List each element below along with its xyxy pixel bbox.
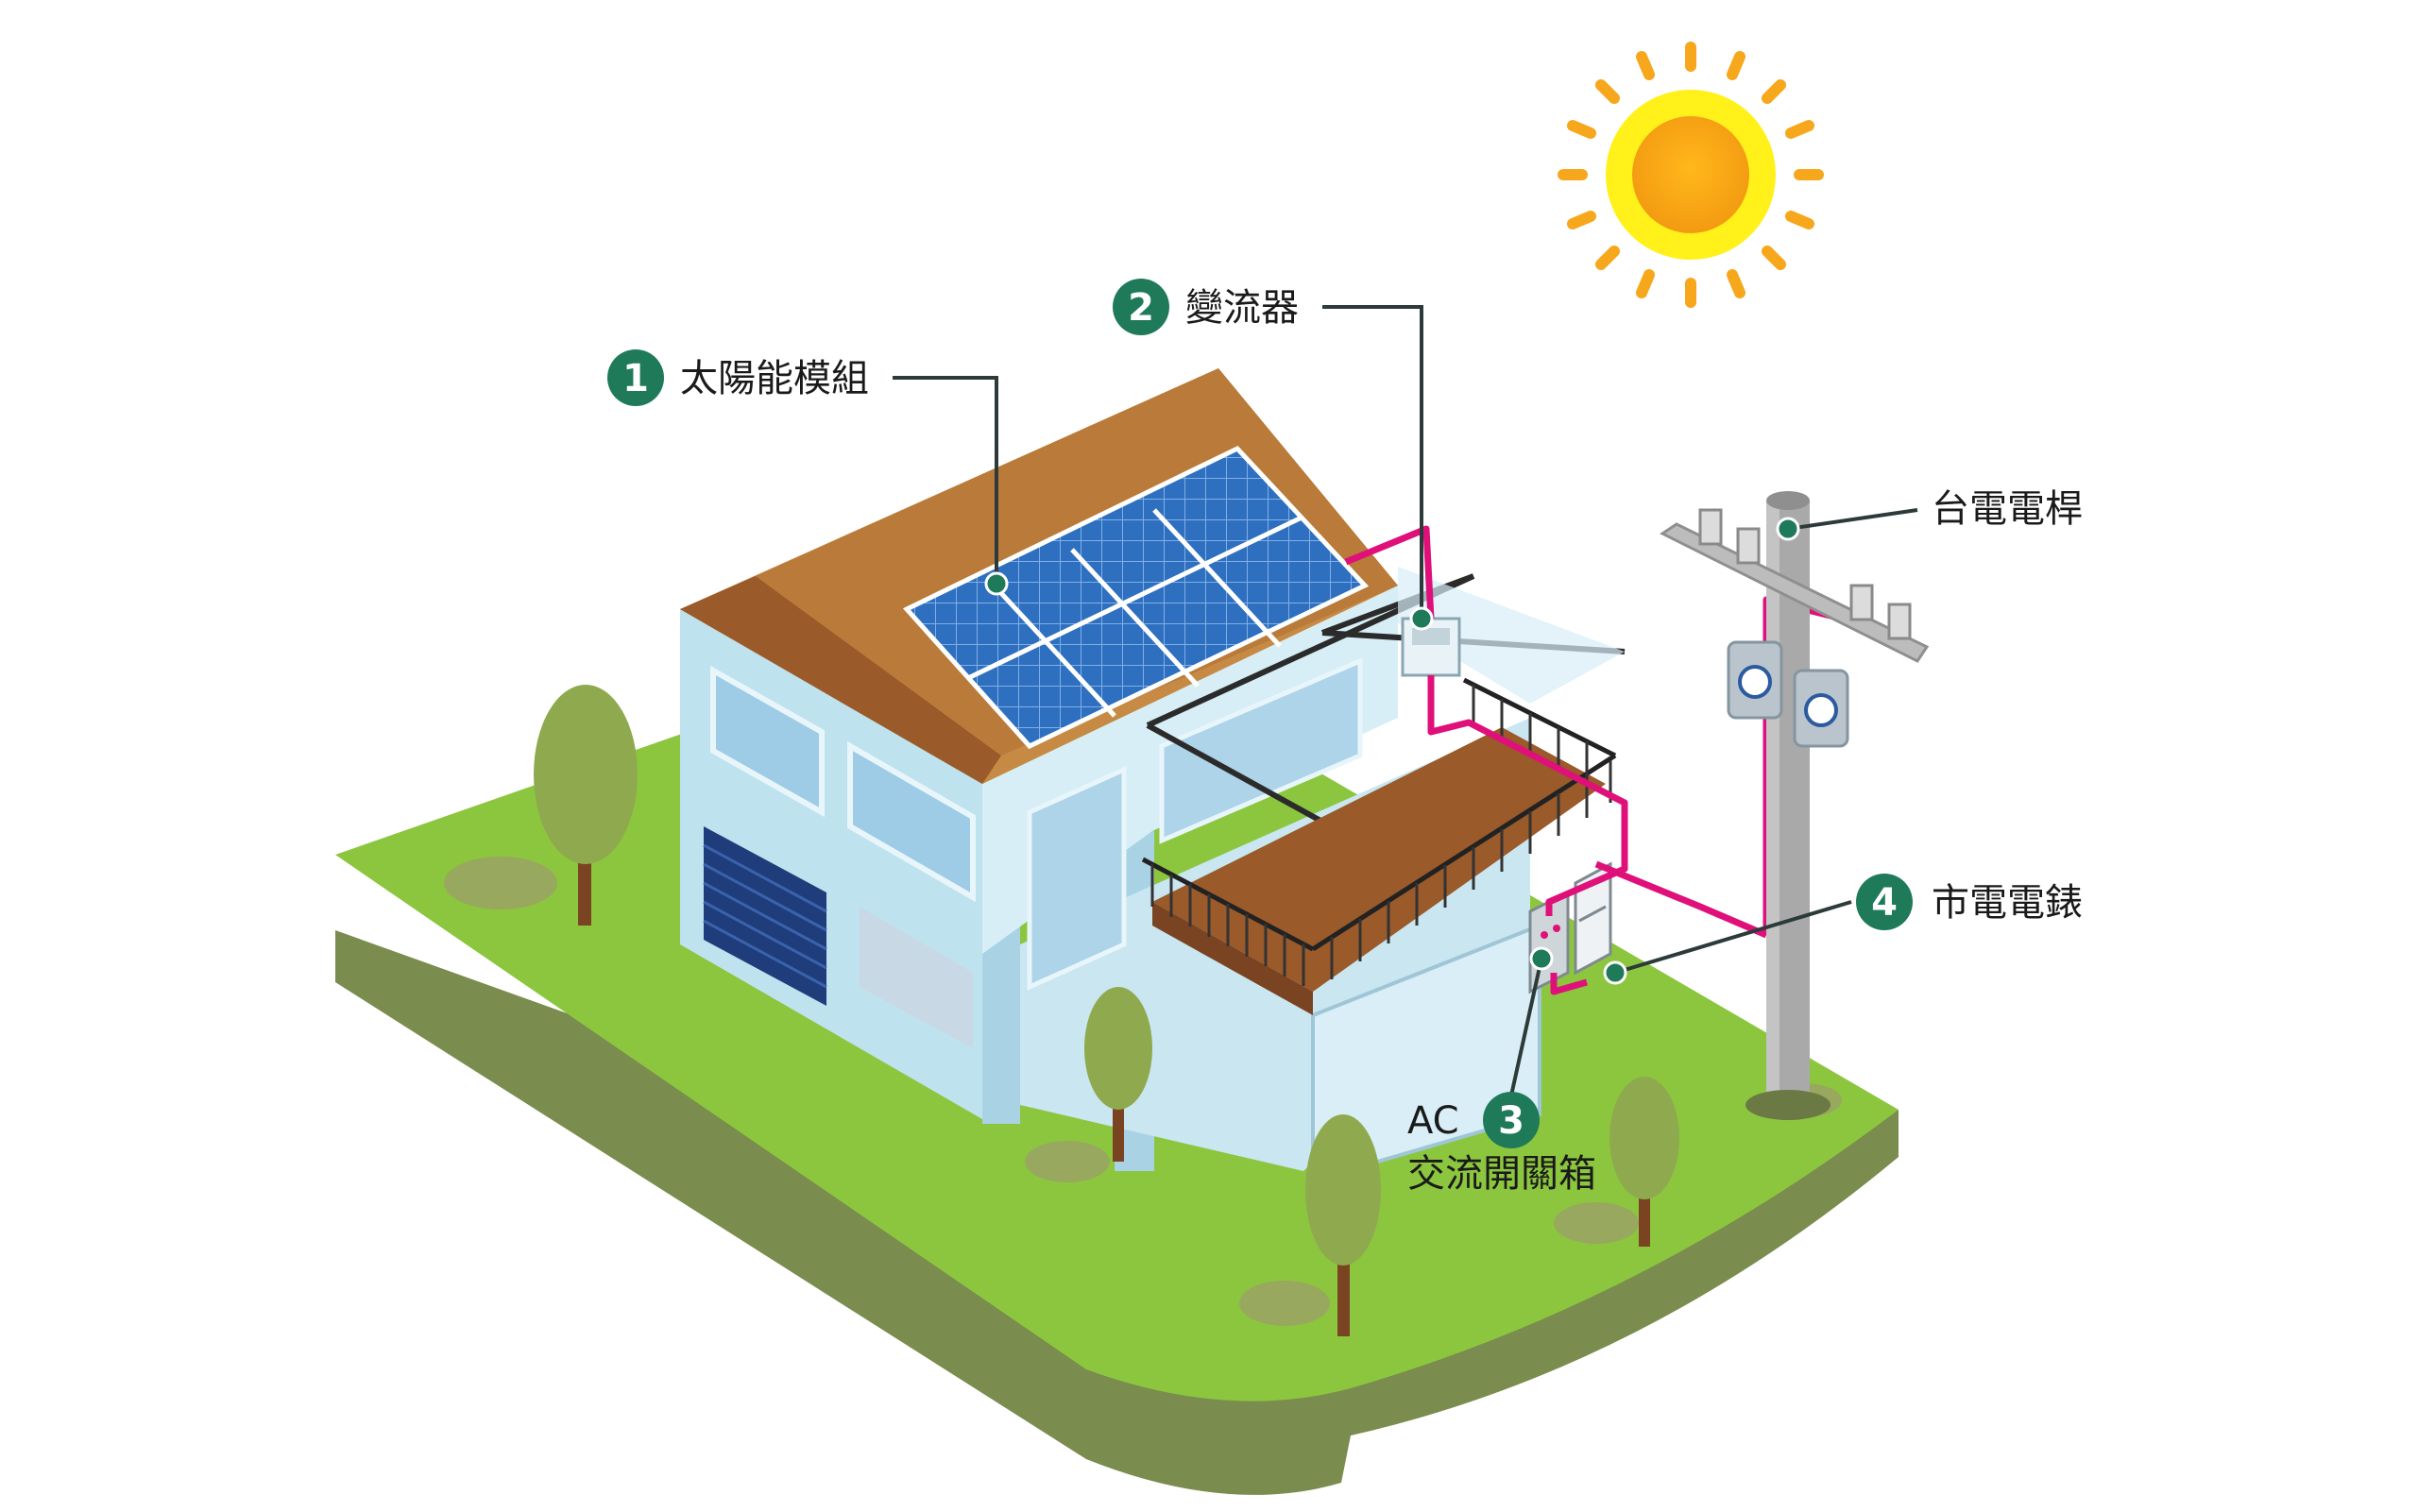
- meter-icon: [1574, 861, 1612, 976]
- callout-pole: 台電電桿: [1776, 487, 2083, 541]
- callout-inverter: 2 變流器: [1113, 279, 1434, 631]
- tree-icon: [1609, 1077, 1679, 1247]
- inverter-icon: [1401, 617, 1461, 677]
- badge-number: 1: [622, 357, 649, 400]
- tree-icon: [1305, 1114, 1381, 1336]
- callout-meter: 4 市電電錶: [1603, 874, 2083, 985]
- callout-ac-box: AC 3 交流開關箱: [1407, 946, 1596, 1196]
- tree-icon: [1084, 987, 1152, 1162]
- label-meter: 市電電錶: [1932, 881, 2083, 925]
- callout-solar-module: 1 太陽能模組: [607, 349, 1009, 596]
- sun-icon: [1558, 42, 1824, 308]
- label-pole: 台電電桿: [1932, 487, 2083, 531]
- label-inverter: 變流器: [1185, 286, 1299, 330]
- house: [680, 368, 1626, 1183]
- solar-panel-icon: [902, 445, 1370, 750]
- label-solar-module: 太陽能模組: [680, 357, 869, 400]
- badge-number: 4: [1871, 881, 1898, 925]
- badge-number: 3: [1498, 1099, 1524, 1143]
- label-ac-prefix: AC: [1407, 1099, 1459, 1143]
- tree-icon: [534, 685, 638, 926]
- badge-number: 2: [1128, 286, 1154, 330]
- utility-pole-icon: [1660, 491, 1930, 1120]
- label-ac-box: 交流開關箱: [1407, 1152, 1596, 1196]
